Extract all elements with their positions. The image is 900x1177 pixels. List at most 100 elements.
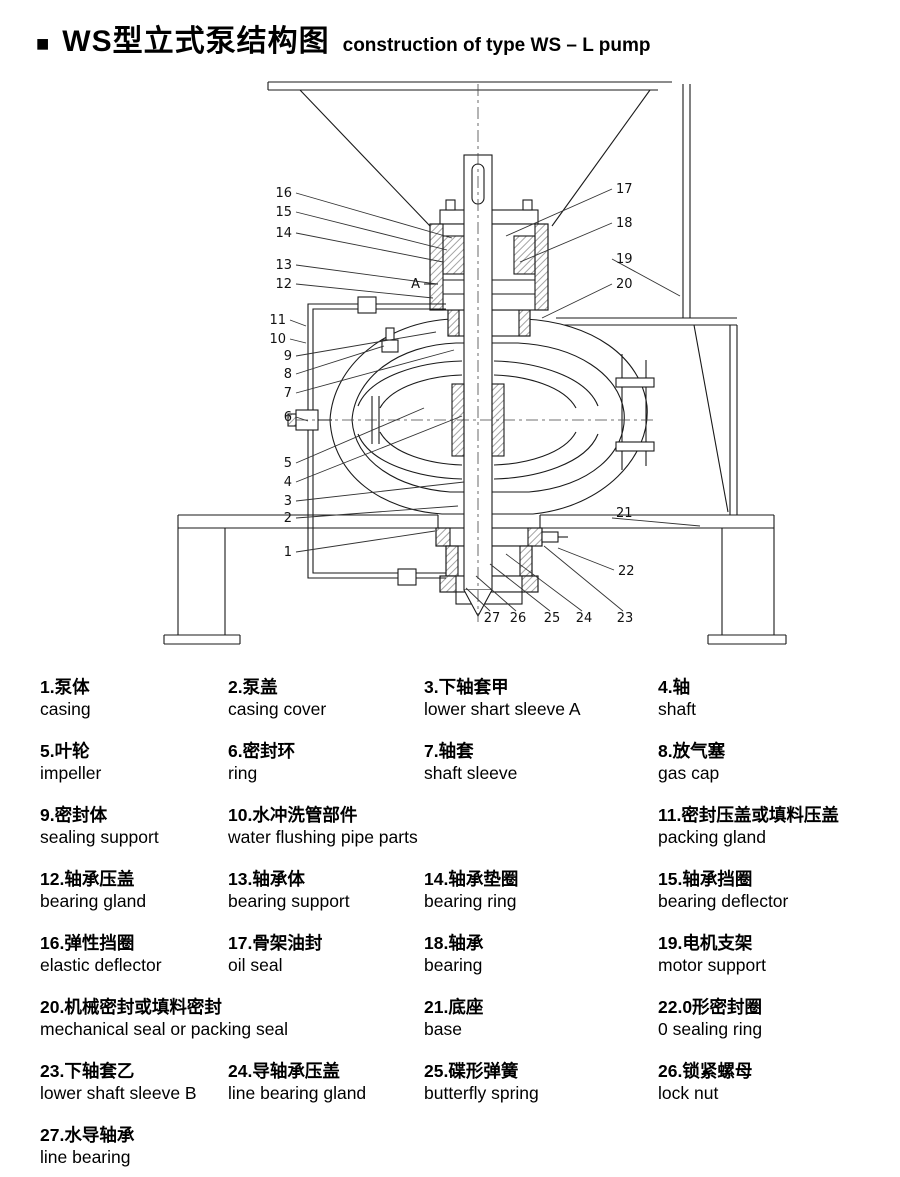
callout-2: 2: [284, 511, 292, 526]
part-name-cn: 20.机械密封或填料密封: [40, 997, 222, 1017]
part-name-cn: 3.下轴套甲: [424, 677, 509, 697]
part-name-en: bearing support: [228, 891, 350, 911]
callout-18: 18: [616, 216, 633, 231]
callout-13: 13: [275, 258, 292, 273]
part-name-en: water flushing pipe parts: [228, 827, 418, 847]
part-name-en: base: [424, 1019, 462, 1039]
callout-25: 25: [544, 611, 561, 626]
part-name-cn: 24.导轴承压盖: [228, 1061, 340, 1081]
part-name-en: bearing deflector: [658, 891, 789, 911]
part-name-cn: 21.底座: [424, 997, 484, 1017]
part-name-en: packing gland: [658, 827, 766, 847]
part-name-cn: 18.轴承: [424, 933, 484, 953]
part-name-en: mechanical seal or packing seal: [40, 1019, 289, 1039]
part-name-cn: 8.放气塞: [658, 741, 726, 761]
part-name-cn: 17.骨架油封: [228, 933, 323, 953]
part-name-en: 0 sealing ring: [658, 1019, 763, 1039]
part-name-en: oil seal: [228, 955, 283, 975]
callout-15: 15: [275, 205, 292, 220]
part-name-en: gas cap: [658, 763, 720, 783]
part-name-cn: 23.下轴套乙: [40, 1061, 135, 1081]
callout-7: 7: [284, 386, 292, 401]
part-name-en: elastic deflector: [40, 955, 162, 975]
part-name-en: shaft sleeve: [424, 763, 518, 783]
part-name-en: bearing ring: [424, 891, 517, 911]
callout-5: 5: [284, 456, 292, 471]
part-name-cn: 12.轴承压盖: [40, 869, 135, 889]
part-name-cn: 19.电机支架: [658, 933, 753, 953]
part-name-en: bearing: [424, 955, 483, 975]
callout-3: 3: [284, 494, 292, 509]
drawing-geometry: [163, 81, 787, 645]
part-name-en: casing cover: [228, 699, 327, 719]
part-name-en: motor support: [658, 955, 766, 975]
part-name-en: ring: [228, 763, 258, 783]
part-name-cn: 1.泵体: [40, 677, 90, 697]
part-name-cn: 11.密封压盖或填料压盖: [658, 805, 839, 825]
title-bullet-icon: ■: [36, 31, 50, 56]
callout-17: 17: [616, 182, 633, 197]
part-name-cn: 13.轴承体: [228, 869, 305, 889]
part-name-en: casing: [40, 699, 91, 719]
part-name-cn: 27.水导轴承: [40, 1125, 135, 1145]
part-name-cn: 4.轴: [658, 677, 691, 697]
callout-4: 4: [284, 475, 292, 490]
callout-14: 14: [275, 226, 292, 241]
part-name-cn: 15.轴承挡圈: [658, 869, 753, 889]
callout-22: 22: [618, 564, 635, 579]
leader-lines: [289, 188, 701, 612]
part-name-en: shaft: [658, 699, 696, 719]
part-name-en: line bearing gland: [228, 1083, 367, 1103]
callout-9: 9: [284, 349, 292, 364]
part-name-cn: 6.密封环: [228, 741, 296, 761]
page-title-en: construction of type WS – L pump: [342, 35, 651, 56]
part-name-cn: 10.水冲洗管部件: [228, 805, 358, 825]
part-name-en: lower shaft sleeve B: [40, 1083, 197, 1103]
part-name-cn: 22.0形密封圈: [658, 997, 763, 1017]
part-name-cn: 9.密封体: [40, 805, 108, 825]
callout-10: 10: [269, 332, 286, 347]
callout-19: 19: [616, 252, 633, 267]
part-name-cn: 7.轴套: [424, 741, 474, 761]
part-name-en: line bearing: [40, 1147, 131, 1167]
part-name-en: lock nut: [658, 1083, 719, 1103]
callout-27: 27: [484, 611, 501, 626]
page-header: ■ WS型立式泵结构图 construction of type WS – L …: [36, 16, 651, 60]
part-name-cn: 16.弹性挡圈: [40, 933, 135, 953]
page-title-cn: WS型立式泵结构图: [62, 25, 330, 58]
centerlines: [296, 84, 656, 622]
callout-12: 12: [275, 277, 292, 292]
callout-23: 23: [617, 611, 634, 626]
part-name-en: butterfly spring: [424, 1083, 539, 1103]
callout-20: 20: [616, 277, 633, 292]
part-name-en: lower shart sleeve A: [424, 699, 581, 719]
part-name-cn: 14.轴承垫圈: [424, 869, 519, 889]
callout-6: 6: [284, 410, 292, 425]
callout-1: 1: [284, 545, 292, 560]
section-label-a: A: [411, 277, 420, 292]
part-name-cn: 5.叶轮: [40, 741, 90, 761]
callout-11: 11: [269, 313, 286, 328]
part-name-en: bearing gland: [40, 891, 147, 911]
